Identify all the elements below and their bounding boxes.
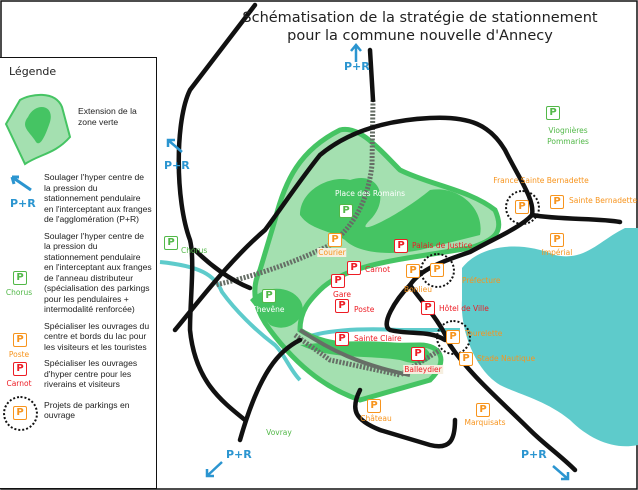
legend-item-pr: P+R Soulager l'hyper centre de la pressi… bbox=[0, 172, 156, 225]
parking-green-icon: P bbox=[546, 106, 560, 120]
parking-green-icon: P bbox=[339, 204, 353, 218]
parking-red-icon: P bbox=[335, 299, 349, 313]
legend-parking-orange-icon: P bbox=[13, 405, 27, 420]
legend-text-parking-project: Projets de parkings en ouvrage bbox=[44, 399, 130, 421]
parking-orange-icon: P bbox=[550, 195, 564, 209]
parking-label: Poste bbox=[354, 305, 375, 314]
legend-title: Légende bbox=[9, 65, 57, 78]
pr-arrow-icon bbox=[552, 465, 570, 481]
parking-orange-icon: P bbox=[367, 399, 381, 413]
pr-arrow-icon bbox=[205, 461, 223, 478]
legend-item-parking-red: Spécialiser les ouvrages d'hyper centre … bbox=[0, 358, 156, 390]
parking-orange-icon: P bbox=[459, 352, 473, 366]
parking-label: Chevêne bbox=[251, 305, 285, 314]
parking-orange-icon: P bbox=[550, 233, 564, 247]
legend-text-pr: Soulager l'hyper centre de la pression d… bbox=[44, 172, 152, 224]
legend-item-green-zone: Extension de la zone verte bbox=[0, 82, 156, 166]
parking-label: France Sainte Bernadette bbox=[493, 176, 589, 185]
legend: Légende Extension de la zone verte P+R S… bbox=[0, 57, 157, 489]
parking-label: Carnot bbox=[365, 265, 391, 274]
parking-label: Sainte Bernadette bbox=[569, 196, 638, 205]
pr-badge: P+R bbox=[10, 197, 36, 210]
legend-sample-label: Chorus bbox=[5, 287, 33, 297]
parking-label: Place des Romains bbox=[334, 189, 406, 198]
parking-orange-icon: P bbox=[446, 330, 460, 344]
pr-arrow-icon bbox=[166, 138, 183, 153]
parking-orange-icon: P bbox=[515, 200, 529, 214]
pr-label: P+R bbox=[521, 448, 547, 461]
legend-parking-red-icon: P bbox=[13, 362, 27, 376]
legend-text-parking-red: Spécialiser les ouvrages d'hyper centre … bbox=[44, 358, 138, 389]
parking-label: Pommaries bbox=[547, 137, 589, 146]
parking-label: Bonlieu bbox=[403, 285, 433, 294]
legend-sample-label: Poste bbox=[8, 349, 30, 359]
parking-label: Marquisats bbox=[464, 418, 506, 427]
pr-label: P+R bbox=[164, 159, 190, 172]
railway-track bbox=[298, 328, 411, 377]
pr-arrow-icon: P+R bbox=[10, 175, 36, 210]
title-line-1: Schématisation de la stratégie de statio… bbox=[242, 10, 598, 26]
green-zone-icon bbox=[4, 93, 72, 166]
parking-label: Courier bbox=[317, 248, 347, 257]
parking-green-icon: P bbox=[164, 236, 178, 250]
parking-orange-icon: P bbox=[406, 264, 420, 278]
legend-parking-orange-icon: P bbox=[13, 332, 27, 347]
parking-label: Sainte Claire bbox=[354, 334, 402, 343]
pr-label: P+R bbox=[226, 448, 252, 461]
legend-item-parking-green: Soulager l'hyper centre de la pression d… bbox=[0, 231, 156, 315]
parking-label: Hôtel de Ville bbox=[439, 304, 489, 313]
parking-label: Palais de Justice bbox=[412, 241, 473, 250]
parking-orange-icon: P bbox=[328, 233, 342, 247]
parking-label: Chorus bbox=[181, 246, 208, 255]
parking-red-icon: P bbox=[331, 274, 345, 288]
green-zone-dark bbox=[300, 178, 481, 253]
legend-text-green-zone: Extension de la zone verte bbox=[78, 106, 137, 127]
legend-text-parking-green: Soulager l'hyper centre de la pression d… bbox=[44, 230, 152, 315]
parking-red-icon: P bbox=[421, 301, 435, 315]
parking-label: Tourelette bbox=[465, 329, 503, 338]
parking-red-icon: P bbox=[411, 347, 425, 361]
parking-project-ring bbox=[436, 320, 471, 355]
parking-green-icon: P bbox=[262, 289, 276, 303]
title-line-2: pour la commune nouvelle d'Annecy bbox=[287, 28, 553, 44]
pr-label: P+R bbox=[344, 60, 370, 73]
parking-red-icon: P bbox=[347, 261, 361, 275]
place-label-vovray: Vovray bbox=[266, 428, 292, 437]
legend-parking-green-icon: P bbox=[13, 270, 27, 285]
legend-item-parking-orange: Spécialiser les ouvrages du centre et bo… bbox=[0, 321, 156, 353]
pr-arrow-icon bbox=[350, 43, 362, 62]
parking-label: Stade Nautique bbox=[477, 354, 536, 363]
parking-label: Viognières bbox=[548, 126, 588, 135]
legend-text-parking-orange: Spécialiser les ouvrages du centre et bo… bbox=[44, 320, 150, 352]
parking-label: Impérial bbox=[541, 248, 573, 257]
parking-red-icon: P bbox=[335, 332, 349, 346]
parking-label: Préfecture bbox=[462, 276, 501, 285]
parking-project-ring bbox=[505, 190, 540, 225]
parking-project-ring bbox=[3, 395, 38, 431]
parking-project-ring bbox=[420, 253, 455, 288]
parking-label: Gare bbox=[333, 290, 351, 299]
parking-red-icon: P bbox=[394, 239, 408, 253]
legend-item-parking-project: Projets de parkings en ouvrage bbox=[0, 400, 156, 421]
legend-sample-label: Carnot bbox=[6, 379, 32, 388]
green-zone-dark-2 bbox=[250, 288, 431, 364]
parking-label: Balleydier bbox=[403, 365, 443, 374]
parking-label: Château bbox=[360, 414, 392, 423]
lake bbox=[461, 228, 638, 447]
parking-orange-icon: P bbox=[430, 263, 444, 277]
parking-orange-icon: P bbox=[476, 403, 490, 417]
